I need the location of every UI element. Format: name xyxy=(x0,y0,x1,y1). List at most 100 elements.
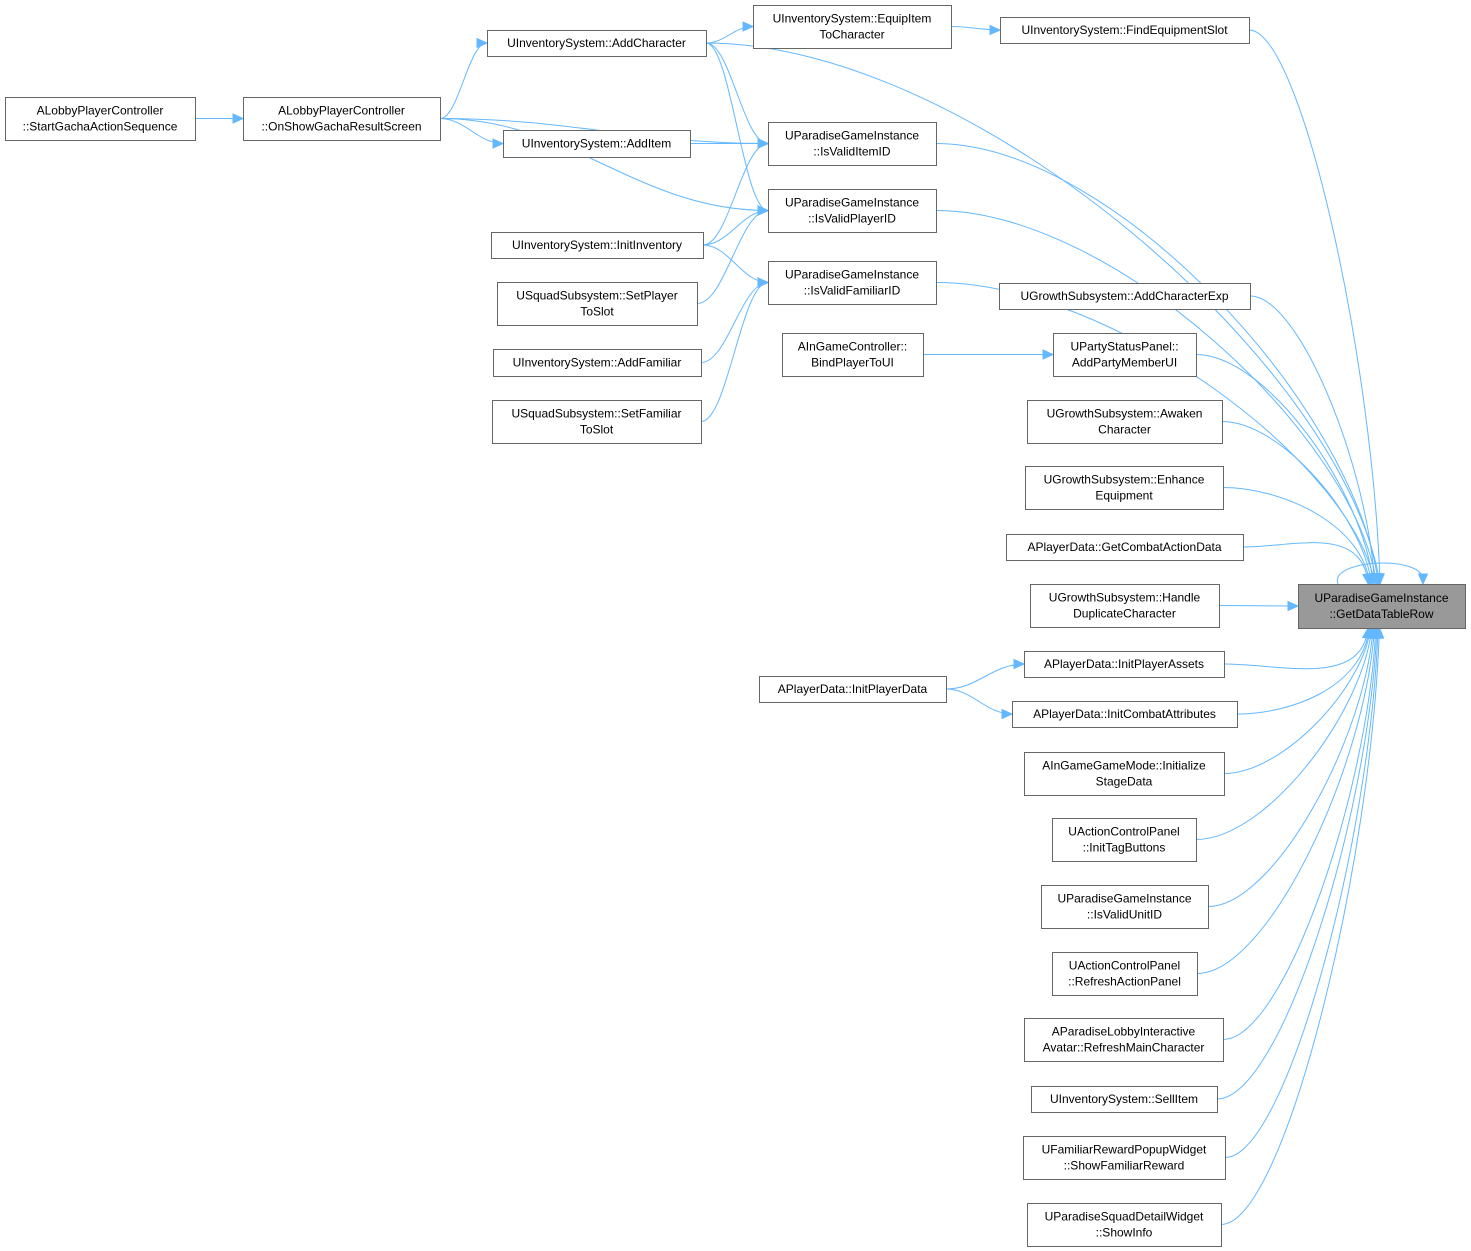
node-label: ::OnShowGachaResultScreen xyxy=(261,120,421,134)
node-add-item[interactable]: UInventorySystem::AddItem xyxy=(503,130,691,158)
node-label: AInGameController:: xyxy=(798,340,907,354)
node-label: UPartyStatusPanel:: xyxy=(1070,340,1178,354)
edge-start-gacha-to-on-show-gacha xyxy=(195,113,245,124)
edge-init-combat-attr-to-root xyxy=(1236,626,1374,715)
node-box xyxy=(487,30,707,57)
node-label: UInventorySystem::AddItem xyxy=(522,137,671,151)
node-find-equip[interactable]: UInventorySystem::FindEquipmentSlot xyxy=(1000,17,1250,44)
node-bind-player[interactable]: AInGameController::BindPlayerToUI xyxy=(782,333,924,377)
edge-line xyxy=(705,42,1381,585)
node-label: ::GetDataTableRow xyxy=(1329,607,1433,621)
node-label: UInventorySystem::SellItem xyxy=(1050,1092,1198,1106)
node-refresh-action[interactable]: UActionControlPanel::RefreshActionPanel xyxy=(1052,952,1198,996)
node-box xyxy=(1025,466,1224,510)
node-box xyxy=(1012,701,1238,728)
node-box xyxy=(1024,1018,1224,1062)
arrowhead-icon xyxy=(757,138,770,149)
edge-line xyxy=(439,42,488,119)
node-label: USquadSubsystem::SetPlayer xyxy=(516,289,677,303)
node-box xyxy=(1030,584,1220,628)
node-label: USquadSubsystem::SetFamiliar xyxy=(511,407,681,421)
node-is-valid-familiar[interactable]: UParadiseGameInstance::IsValidFamiliarID xyxy=(768,261,937,305)
node-refresh-main[interactable]: AParadiseLobbyInteractiveAvatar::Refresh… xyxy=(1024,1018,1224,1062)
node-sell-item[interactable]: UInventorySystem::SellItem xyxy=(1031,1086,1218,1113)
node-init-combat-attr[interactable]: APlayerData::InitCombatAttributes xyxy=(1012,701,1238,728)
arrowhead-icon xyxy=(232,113,245,124)
node-init-inventory[interactable]: UInventorySystem::InitInventory xyxy=(491,232,704,259)
edge-init-assets-to-root xyxy=(1223,626,1373,670)
node-label: APlayerData::InitPlayerAssets xyxy=(1044,657,1204,671)
node-is-valid-unit[interactable]: UParadiseGameInstance::IsValidUnitID xyxy=(1041,885,1209,929)
edge-line xyxy=(1236,627,1370,715)
node-add-char-exp[interactable]: UGrowthSubsystem::AddCharacterExp xyxy=(999,283,1251,310)
node-label: UParadiseSquadDetailWidget xyxy=(1045,1210,1204,1224)
edge-handle-dup-to-root xyxy=(1218,600,1300,612)
node-box xyxy=(1041,885,1209,929)
node-label: UFamiliarRewardPopupWidget xyxy=(1042,1143,1207,1157)
node-get-combat[interactable]: APlayerData::GetCombatActionData xyxy=(1006,534,1244,561)
arrowhead-icon xyxy=(1042,349,1055,360)
node-add-familiar[interactable]: UInventorySystem::AddFamiliar xyxy=(493,349,702,377)
node-label: APlayerData::InitCombatAttributes xyxy=(1033,707,1216,721)
node-label: APlayerData::InitPlayerData xyxy=(778,682,928,696)
node-box xyxy=(768,189,937,233)
arrowhead-icon xyxy=(757,277,770,288)
edge-line xyxy=(935,210,1378,585)
node-label: UParadiseGameInstance xyxy=(785,129,919,143)
node-box xyxy=(782,333,924,377)
node-init-tag[interactable]: UActionControlPanel::InitTagButtons xyxy=(1052,818,1197,862)
node-show-info[interactable]: UParadiseSquadDetailWidget::ShowInfo xyxy=(1027,1203,1222,1247)
node-box xyxy=(1006,534,1244,561)
node-label: AInGameGameMode::Initialize xyxy=(1042,759,1206,773)
node-root[interactable]: UParadiseGameInstance::GetDataTableRow xyxy=(1298,584,1466,629)
edge-bind-player-to-add-party-member xyxy=(923,349,1055,360)
edge-init-player-data-to-init-combat-attr xyxy=(945,688,1014,720)
node-box xyxy=(1053,333,1197,377)
node-on-show-gacha[interactable]: ALobbyPlayerController::OnShowGachaResul… xyxy=(243,97,441,141)
node-box xyxy=(753,5,952,49)
node-add-character[interactable]: UInventorySystem::AddCharacter xyxy=(487,30,707,57)
node-label: Character xyxy=(1098,423,1151,437)
node-show-familiar[interactable]: UFamiliarRewardPopupWidget::ShowFamiliar… xyxy=(1023,1136,1226,1180)
node-box xyxy=(1052,818,1197,862)
arrowhead-icon xyxy=(1417,573,1429,586)
nodes-layer: UParadiseGameInstance::GetDataTableRow AL… xyxy=(5,5,1466,1247)
node-label: ::IsValidFamiliarID xyxy=(804,284,901,298)
node-box xyxy=(1031,1086,1218,1113)
edge-line xyxy=(1249,295,1376,585)
node-label: ToSlot xyxy=(580,305,614,319)
edge-show-info-to-root xyxy=(1220,626,1385,1225)
edge-find-equip-to-root xyxy=(1248,29,1385,586)
arrowhead-icon xyxy=(1013,658,1026,670)
node-label: ::ShowFamiliarReward xyxy=(1064,1159,1185,1173)
edge-root-to-root xyxy=(1337,562,1429,586)
node-box xyxy=(1023,1136,1226,1180)
node-is-valid-player[interactable]: UParadiseGameInstance::IsValidPlayerID xyxy=(768,189,937,233)
node-is-valid-item[interactable]: UParadiseGameInstance::IsValidItemID xyxy=(768,122,937,166)
node-start-gacha[interactable]: ALobbyPlayerController::StartGachaAction… xyxy=(5,97,196,141)
node-label: UGrowthSubsystem::Handle xyxy=(1049,591,1201,605)
node-label: UInventorySystem::EquipItem xyxy=(773,12,932,26)
node-init-player-data[interactable]: APlayerData::InitPlayerData xyxy=(759,676,947,703)
edge-line xyxy=(702,143,769,246)
node-box xyxy=(768,261,937,305)
node-box xyxy=(1027,400,1223,444)
node-add-party-member[interactable]: UPartyStatusPanel::AddPartyMemberUI xyxy=(1053,333,1197,377)
edge-equip-item-to-find-equip xyxy=(950,24,1002,36)
edge-add-character-to-equip-item xyxy=(705,21,755,44)
node-label: ::ShowInfo xyxy=(1096,1226,1153,1240)
edge-init-stage-to-root xyxy=(1223,626,1375,774)
node-init-assets[interactable]: APlayerData::InitPlayerAssets xyxy=(1024,651,1225,678)
node-label: AParadiseLobbyInteractive xyxy=(1052,1025,1196,1039)
node-box xyxy=(491,232,704,259)
node-box xyxy=(759,676,947,703)
node-label: UGrowthSubsystem::Awaken xyxy=(1047,407,1203,421)
node-handle-dup[interactable]: UGrowthSubsystem::HandleDuplicateCharact… xyxy=(1030,584,1220,628)
